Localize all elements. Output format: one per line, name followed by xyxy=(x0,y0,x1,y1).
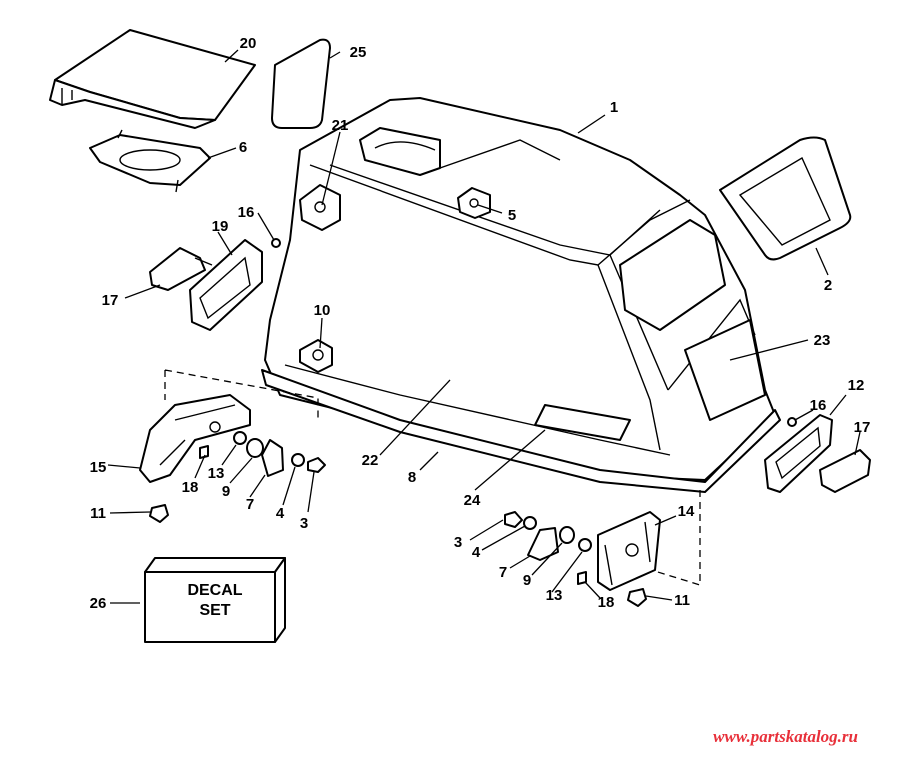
label-7-right: 7 xyxy=(499,564,507,581)
part-18-left-pin xyxy=(199,445,209,459)
label-13-right: 13 xyxy=(546,587,563,604)
part-number-labels: 1 2 3 3 4 4 5 6 7 7 8 9 9 10 11 11 12 13… xyxy=(90,35,871,612)
label-19: 19 xyxy=(212,218,229,235)
part-3-right-bolt xyxy=(504,511,523,528)
label-12: 12 xyxy=(848,377,865,394)
part-9-left-washer xyxy=(246,438,264,458)
left-dashed-outline xyxy=(164,369,319,420)
watermark: www.partskatalog.ru xyxy=(713,727,858,746)
part-4-left-washer xyxy=(291,453,305,467)
part-16-right-screw xyxy=(787,417,797,427)
label-14: 14 xyxy=(678,503,695,520)
part-16-left-screw xyxy=(271,238,281,248)
part-11-right-foot xyxy=(627,588,647,607)
label-5: 5 xyxy=(508,207,516,224)
label-11-right: 11 xyxy=(674,592,690,609)
part-4-right-washer xyxy=(523,516,537,530)
label-17-right: 17 xyxy=(854,419,871,436)
label-3-left: 3 xyxy=(300,515,308,532)
label-18-right: 18 xyxy=(598,594,615,611)
part-20-cover-lid xyxy=(49,29,256,129)
part-14-bracket xyxy=(597,511,661,591)
label-4-left: 4 xyxy=(276,505,285,522)
part-9-right-washer xyxy=(559,526,575,544)
part-18-right-pin xyxy=(577,571,587,585)
part-13-right-washer xyxy=(578,538,592,552)
leader-lines xyxy=(107,49,861,604)
label-2: 2 xyxy=(824,277,832,294)
part-5-knob xyxy=(457,187,491,219)
label-4-right: 4 xyxy=(472,544,481,561)
label-15: 15 xyxy=(90,459,107,476)
label-25: 25 xyxy=(350,44,367,61)
decal-line-1: DECAL xyxy=(187,582,242,599)
label-13-left: 13 xyxy=(208,465,225,482)
label-17-left: 17 xyxy=(102,292,119,309)
label-24: 24 xyxy=(464,492,481,509)
part-21-knob xyxy=(299,184,341,231)
label-22: 22 xyxy=(362,452,379,469)
part-7-right-clip xyxy=(527,527,559,561)
label-10: 10 xyxy=(314,302,331,319)
part-15-bracket xyxy=(139,394,251,483)
label-9-right: 9 xyxy=(523,572,531,589)
part-7-left-clip xyxy=(261,439,284,477)
part-3-left-bolt xyxy=(307,457,326,473)
part-17-left-handle xyxy=(149,247,213,291)
part-6-gasket xyxy=(89,129,211,193)
part-1-engine-cover xyxy=(261,97,781,493)
label-11-left: 11 xyxy=(90,505,106,522)
label-16-left: 16 xyxy=(238,204,255,221)
part-2-window xyxy=(719,136,852,261)
label-26: 26 xyxy=(90,595,107,612)
part-11-left-foot xyxy=(149,504,169,523)
part-26-decal-set: DECAL SET xyxy=(144,557,286,643)
label-7-left: 7 xyxy=(246,496,254,513)
label-20: 20 xyxy=(240,35,257,52)
part-25-pad xyxy=(271,38,331,129)
part-13-left-washer xyxy=(233,431,247,445)
label-3-right: 3 xyxy=(454,534,462,551)
label-23: 23 xyxy=(814,332,831,349)
label-1: 1 xyxy=(610,99,618,116)
part-17-right-handle xyxy=(819,449,871,493)
part-19-latch-plate xyxy=(189,239,263,331)
label-8: 8 xyxy=(408,469,416,486)
label-9-left: 9 xyxy=(222,483,230,500)
part-12-latch-plate xyxy=(764,414,833,493)
label-21: 21 xyxy=(332,117,349,134)
decal-line-2: SET xyxy=(199,602,230,619)
label-18-left: 18 xyxy=(182,479,199,496)
label-16-right: 16 xyxy=(810,397,827,414)
part-10-knob xyxy=(299,339,333,373)
label-6: 6 xyxy=(239,139,247,156)
